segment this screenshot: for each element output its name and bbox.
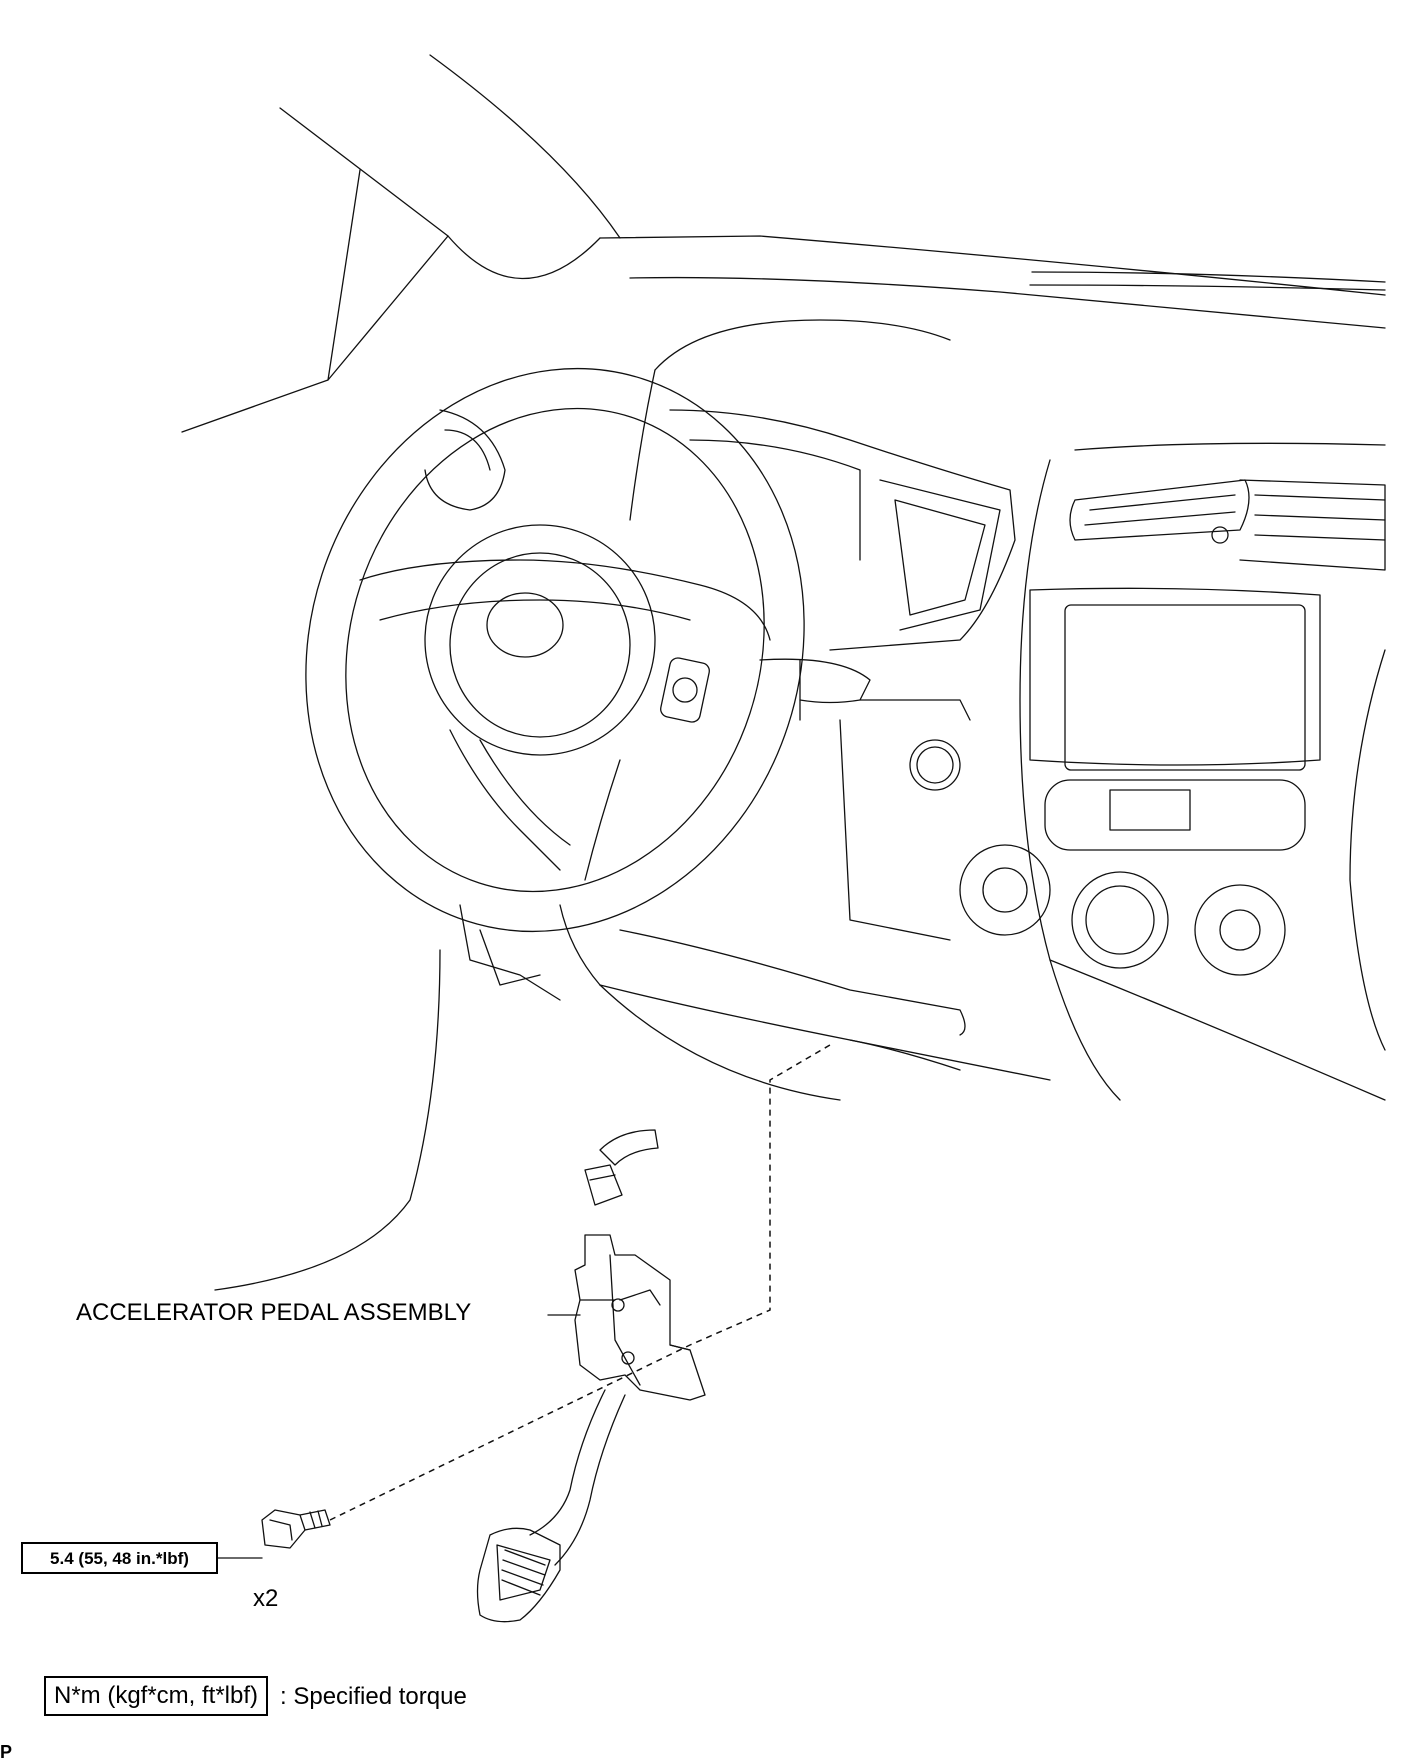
accelerator-pedal-assembly: [476, 1234, 706, 1623]
bolt-quantity-label: x2: [253, 1585, 279, 1612]
dashed-install-line: [329, 1044, 831, 1521]
instrument-cluster: [424, 409, 1016, 651]
bolt: [261, 1509, 331, 1549]
windshield-pillar: [181, 54, 621, 433]
torque-legend-description: : Specified torque: [280, 1683, 467, 1710]
corner-mark: P: [0, 1742, 13, 1762]
pedal-assembly-label: ACCELERATOR PEDAL ASSEMBLY: [76, 1299, 472, 1326]
steering-wheel: [305, 367, 871, 933]
lower-dashboard: [214, 699, 1051, 1291]
bolt-torque-label: 5.4 (55, 48 in.*lbf): [21, 1542, 218, 1574]
pedal-connector: [584, 1129, 659, 1206]
center-console: [959, 442, 1386, 1101]
torque-legend-symbol: N*m (kgf*cm, ft*lbf): [44, 1676, 269, 1716]
dashboard-top: [599, 235, 1386, 521]
